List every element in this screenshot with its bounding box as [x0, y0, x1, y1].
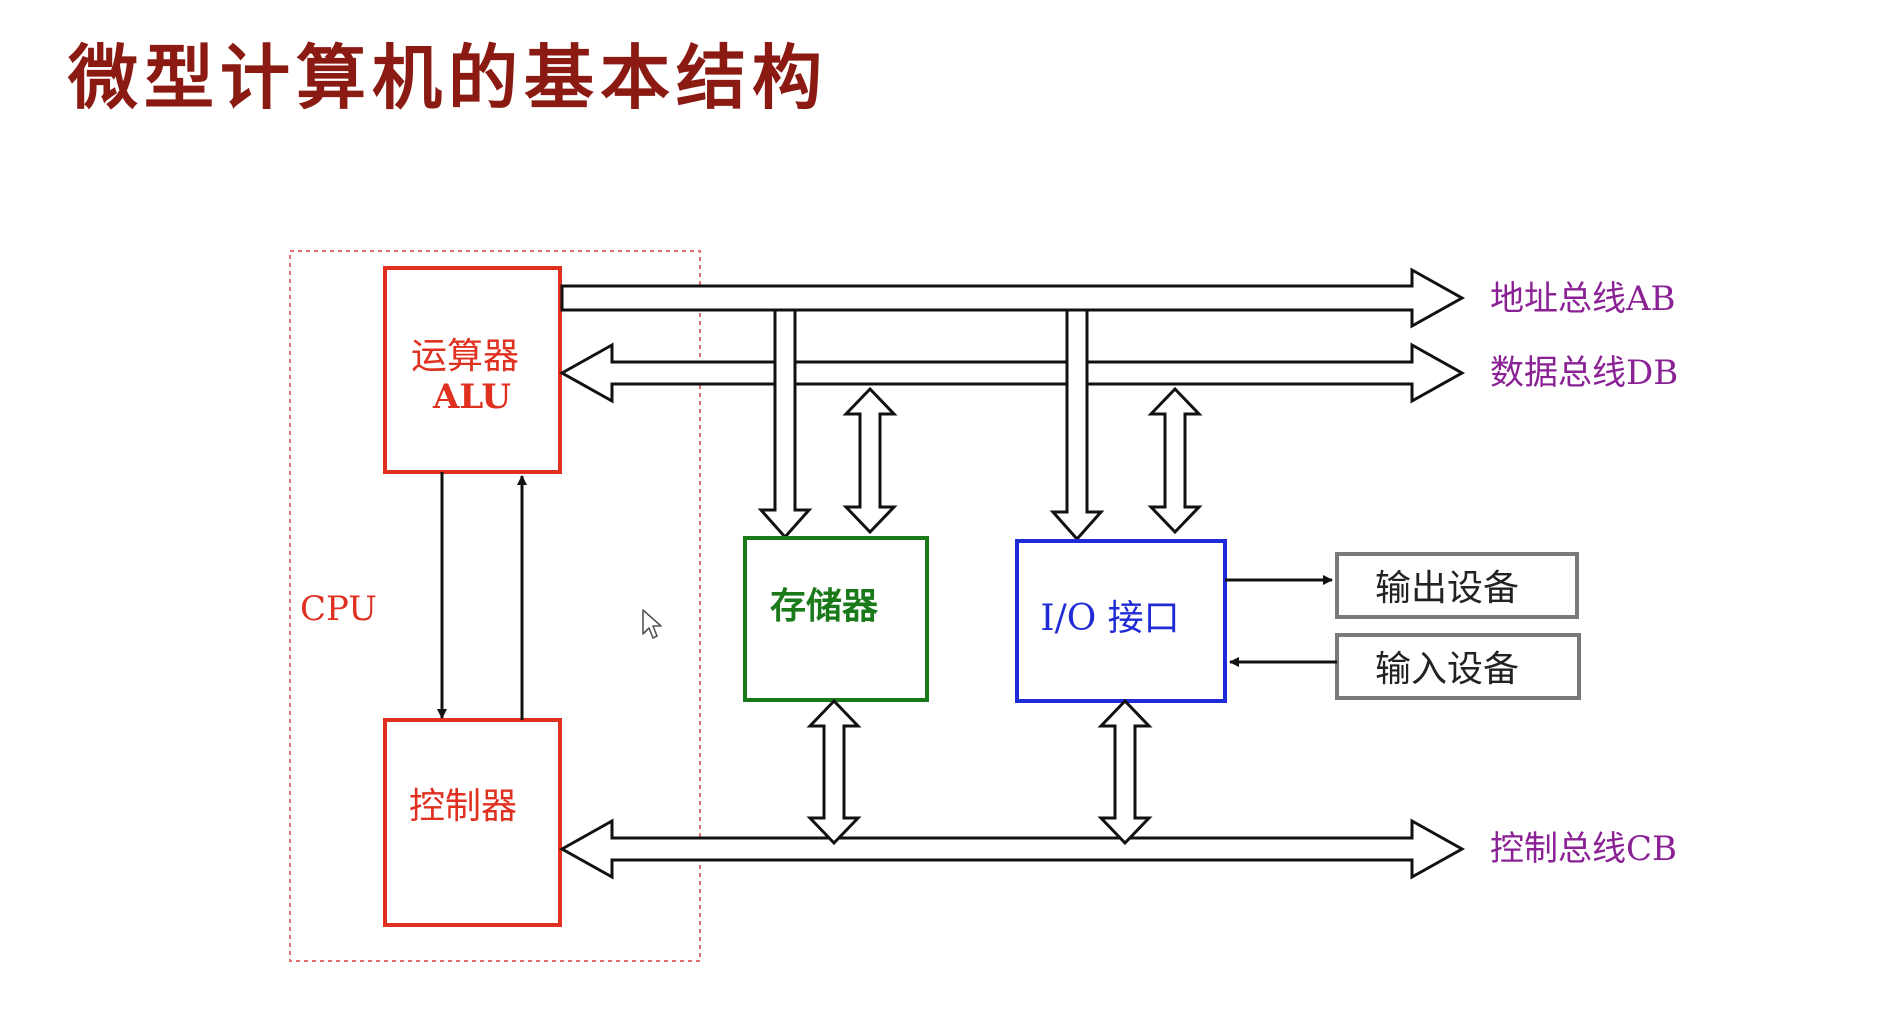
output-device-box: [1335, 552, 1579, 619]
io-control-arrow: [1097, 698, 1153, 846]
address-to-io-arrow: [1049, 308, 1105, 542]
control-bus-label: 控制总线CB: [1490, 829, 1677, 869]
data-bus-label: 数据总线DB: [1490, 353, 1678, 393]
output-device-label: 输出设备: [1375, 568, 1519, 609]
mouse-cursor-icon: [642, 609, 662, 639]
input-device-box: [1335, 633, 1581, 700]
address-bus-label: 地址总线AB: [1490, 279, 1676, 319]
controller-box: [383, 718, 562, 927]
memory-box: [743, 536, 929, 702]
controller-label: 控制器: [409, 786, 517, 827]
memory-control-arrow: [806, 698, 862, 846]
alu-label-en: ALU: [432, 377, 511, 417]
memory-label: 存储器: [770, 585, 879, 627]
cpu-label: CPU: [300, 589, 377, 629]
control-bus-arrow: [558, 818, 1466, 880]
io-box: [1015, 539, 1227, 703]
address-bus-arrow: [560, 267, 1466, 329]
alu-label-cn: 运算器: [411, 336, 519, 377]
data-io-arrow: [1147, 386, 1203, 535]
io-label: I/O 接口: [1040, 598, 1179, 639]
slide-title: 微型计算机的基本结构: [68, 36, 828, 119]
data-bus-arrow: [558, 342, 1466, 404]
address-to-memory-arrow: [757, 308, 813, 540]
data-memory-arrow: [842, 386, 898, 535]
alu-box: [383, 266, 562, 474]
input-device-label: 输入设备: [1375, 649, 1519, 690]
